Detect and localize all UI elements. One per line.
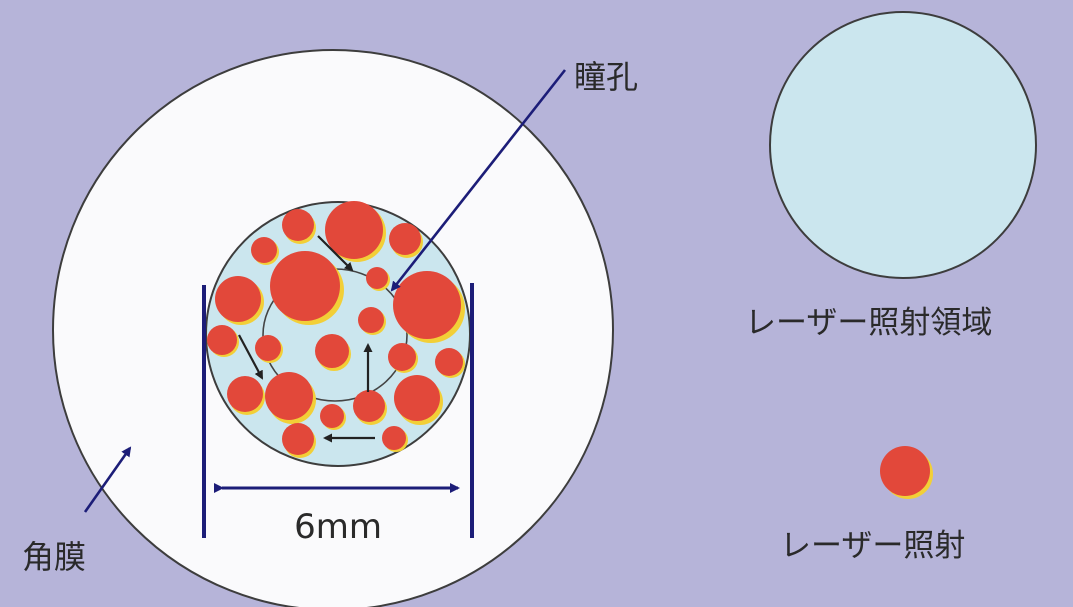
pupil-label: 瞳孔 xyxy=(574,58,638,96)
laser-spot xyxy=(315,334,351,371)
laser-spot xyxy=(251,237,279,265)
legend-spot-label: レーザー照射 xyxy=(780,528,965,564)
laser-spot xyxy=(435,348,465,378)
laser-spot xyxy=(358,307,386,335)
cornea-pointer xyxy=(83,446,132,513)
laser-spot xyxy=(320,404,346,430)
legend-area-circle xyxy=(769,11,1037,279)
laser-spot xyxy=(353,390,387,425)
laser-spot xyxy=(215,276,264,325)
laser-spot xyxy=(388,343,418,373)
laser-spot xyxy=(265,372,316,424)
legend-area-label: レーザー照射領域 xyxy=(745,305,992,341)
laser-spot xyxy=(393,271,465,343)
laser-spot xyxy=(282,423,316,458)
laser-spot xyxy=(325,201,386,262)
laser-spot xyxy=(282,209,316,244)
pupil-pointer xyxy=(390,69,567,292)
laser-spot xyxy=(227,376,265,415)
laser-spot xyxy=(382,426,408,452)
laser-spots xyxy=(207,201,465,458)
laser-spot xyxy=(207,325,239,357)
laser-spot xyxy=(366,267,390,291)
scan-arrow xyxy=(317,235,354,272)
laser-spot xyxy=(389,223,423,258)
legend-spot xyxy=(880,446,933,499)
laser-spot xyxy=(255,335,283,363)
scan-direction-arrows xyxy=(238,235,375,443)
laser-spot xyxy=(270,251,344,325)
scan-arrow xyxy=(238,334,263,380)
cornea-label: 角膜 xyxy=(22,538,86,576)
laser-spot xyxy=(394,375,443,425)
diameter-label: 6mm xyxy=(294,507,382,547)
